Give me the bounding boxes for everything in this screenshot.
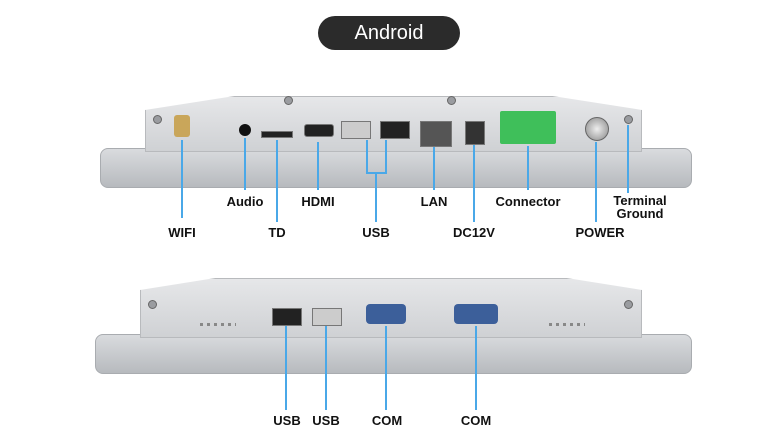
screw-icon bbox=[447, 96, 456, 105]
com-port bbox=[454, 304, 498, 324]
label-connector: Connector bbox=[495, 194, 561, 209]
lan-port bbox=[420, 121, 452, 147]
bottom-back-plate bbox=[140, 278, 642, 338]
label-dc12v: DC12V bbox=[453, 225, 495, 240]
usb-port bbox=[380, 121, 410, 139]
usb-port bbox=[312, 308, 342, 326]
label-terminal: Terminal bbox=[613, 193, 667, 208]
hdmi-port bbox=[304, 124, 334, 137]
audio-jack bbox=[239, 124, 251, 136]
screw-icon bbox=[153, 115, 162, 124]
label-usb-1: USB bbox=[273, 413, 301, 428]
label-wifi: WIFI bbox=[168, 225, 196, 240]
label-audio: Audio bbox=[226, 194, 264, 209]
screw-icon bbox=[148, 300, 157, 309]
terminal-connector bbox=[500, 111, 556, 144]
top-bezel bbox=[100, 148, 692, 188]
usb-port bbox=[341, 121, 371, 139]
title-badge: Android bbox=[318, 16, 460, 50]
label-power: POWER bbox=[575, 225, 625, 240]
com-port bbox=[366, 304, 406, 324]
wifi-antenna-port bbox=[174, 115, 190, 137]
label-usb-2: USB bbox=[312, 413, 340, 428]
label-com-1: COM bbox=[371, 413, 403, 428]
dc12v-port bbox=[465, 121, 485, 145]
label-usb: USB bbox=[362, 225, 390, 240]
screw-icon bbox=[624, 300, 633, 309]
power-button[interactable] bbox=[585, 117, 609, 141]
label-hdmi: HDMI bbox=[301, 194, 335, 209]
screw-icon bbox=[624, 115, 633, 124]
label-lan: LAN bbox=[420, 194, 448, 209]
vent-holes bbox=[200, 323, 236, 326]
label-ground: Ground bbox=[616, 206, 664, 221]
label-td: TD bbox=[268, 225, 286, 240]
td-card-slot bbox=[261, 131, 293, 138]
bottom-bezel bbox=[95, 334, 692, 374]
screw-icon bbox=[284, 96, 293, 105]
label-com-2: COM bbox=[460, 413, 492, 428]
vent-holes bbox=[549, 323, 585, 326]
usb-port bbox=[272, 308, 302, 326]
